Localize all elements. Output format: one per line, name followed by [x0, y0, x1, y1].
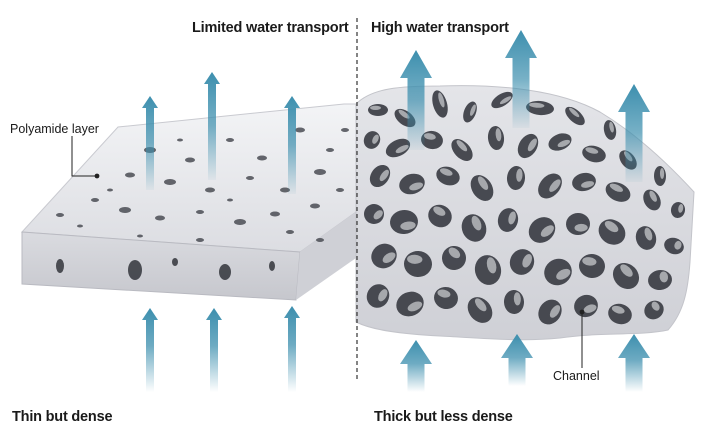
arrow-up-icon	[618, 84, 650, 182]
water-arrows	[142, 30, 650, 392]
channel-label: Channel	[553, 369, 600, 383]
polyamide-leader	[71, 136, 97, 177]
arrow-up-icon	[142, 96, 158, 190]
porous-pores	[363, 90, 686, 325]
arrow-up-icon	[501, 334, 533, 386]
arrow-up-icon	[505, 30, 537, 128]
arrow-up-icon	[618, 334, 650, 392]
thin-dense-caption: Thin but dense	[12, 409, 113, 425]
arrow-up-icon	[284, 306, 300, 392]
porous-layer-body	[355, 85, 695, 341]
dense-pores	[56, 127, 349, 280]
dense-layer	[20, 103, 361, 301]
arrow-up-icon	[206, 308, 222, 392]
polyamide-layer-label: Polyamide layer	[10, 122, 99, 136]
thick-less-dense-caption: Thick but less dense	[374, 409, 513, 425]
polyamide-leader-dot	[94, 173, 100, 179]
arrow-up-icon	[142, 308, 158, 392]
arrow-up-icon	[400, 340, 432, 392]
dense-layer-side	[296, 212, 356, 300]
arrow-up-icon	[400, 50, 432, 150]
arrow-up-icon	[284, 96, 300, 194]
high-transport-label: High water transport	[371, 20, 509, 36]
porous-layer	[355, 85, 695, 341]
channel-leader-dot	[579, 309, 585, 315]
limited-transport-label: Limited water transport	[192, 20, 349, 36]
arrow-up-icon	[204, 72, 220, 180]
